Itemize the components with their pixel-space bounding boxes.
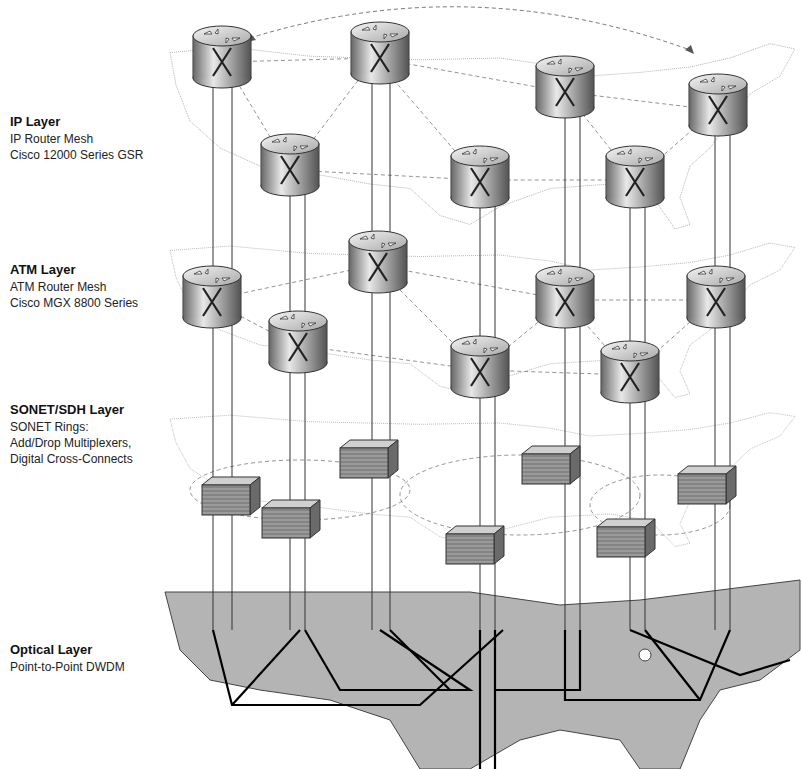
layer-title: Optical Layer — [8, 642, 94, 657]
layer-title: SONET/SDH Layer — [8, 402, 126, 417]
layer-subtitle: ATM Router Mesh — [8, 280, 108, 295]
equipment-name: Add/Drop Multiplexers, — [8, 436, 133, 451]
equipment-name: Digital Cross-Connects — [8, 452, 135, 467]
layer-title: IP Layer — [8, 114, 62, 129]
layer-subtitle: SONET Rings: — [8, 420, 90, 435]
layer-subtitle: IP Router Mesh — [8, 132, 95, 147]
layer-subtitle: Point-to-Point DWDM — [8, 660, 127, 675]
equipment-name: Cisco 12000 Series GSR — [8, 148, 145, 163]
equipment-name: Cisco MGX 8800 Series — [8, 296, 140, 311]
layer-title: ATM Layer — [8, 262, 78, 277]
